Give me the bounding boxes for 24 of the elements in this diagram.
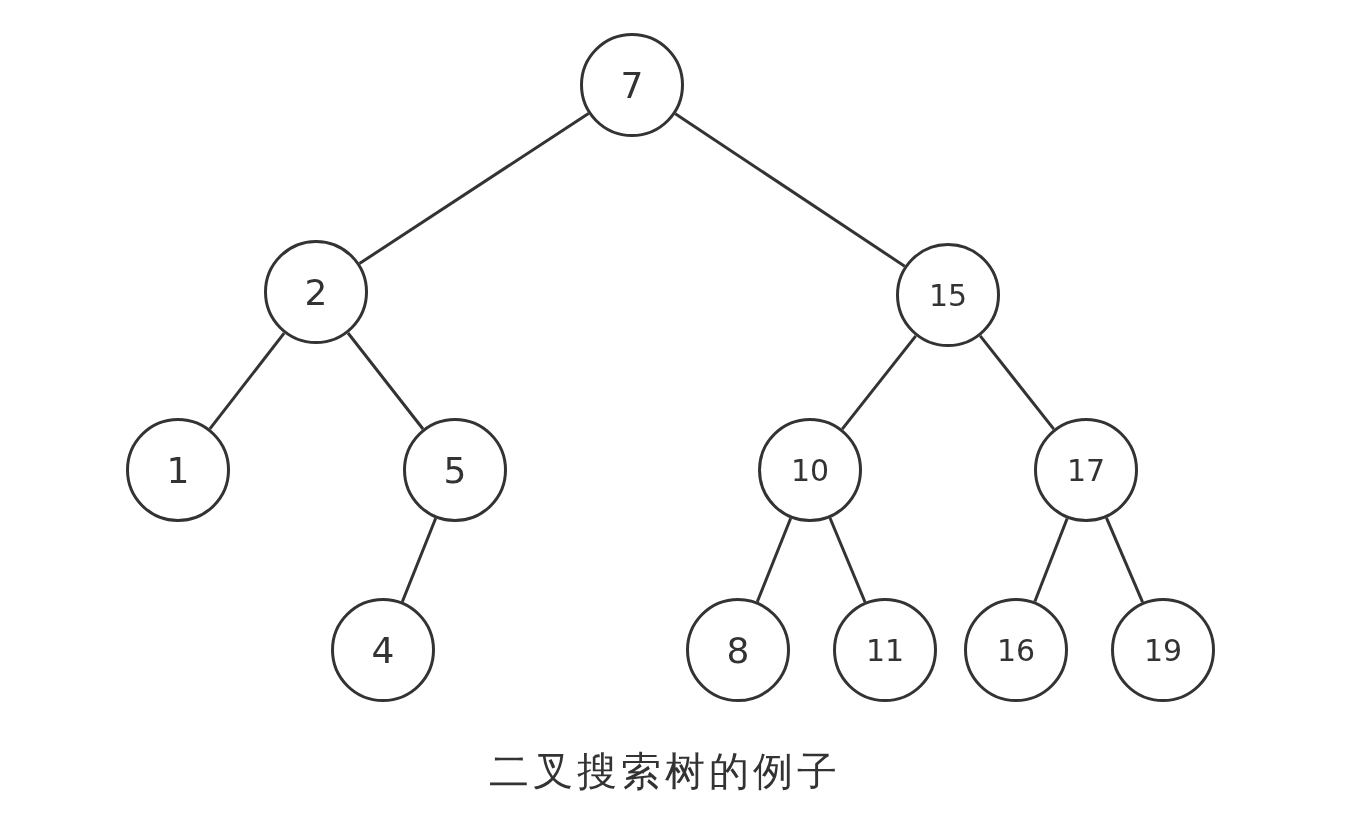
tree-edge [358,112,590,265]
tree-edge [841,334,917,431]
tree-node: 17 [1034,418,1138,522]
tree-edge [828,517,867,603]
tree-node: 5 [403,418,507,522]
tree-node: 16 [964,598,1068,702]
tree-edge [1105,517,1144,603]
tree-node: 10 [758,418,862,522]
tree-node: 15 [896,243,1000,347]
caption: 二叉搜索树的例子 [488,747,842,796]
tree-edge [979,334,1055,431]
tree-node: 7 [580,33,684,137]
tree-edge [1033,517,1069,603]
tree-node: 1 [126,418,230,522]
tree-node: 8 [686,598,790,702]
tree-node: 19 [1111,598,1215,702]
tree-node: 2 [264,240,368,344]
tree-node: 11 [833,598,937,702]
tree-node: 4 [331,598,435,702]
tree-edge [400,517,438,603]
tree-edge [208,332,286,430]
tree-edge [755,517,793,603]
tree-edge [346,332,425,430]
tree-edge [674,112,906,268]
